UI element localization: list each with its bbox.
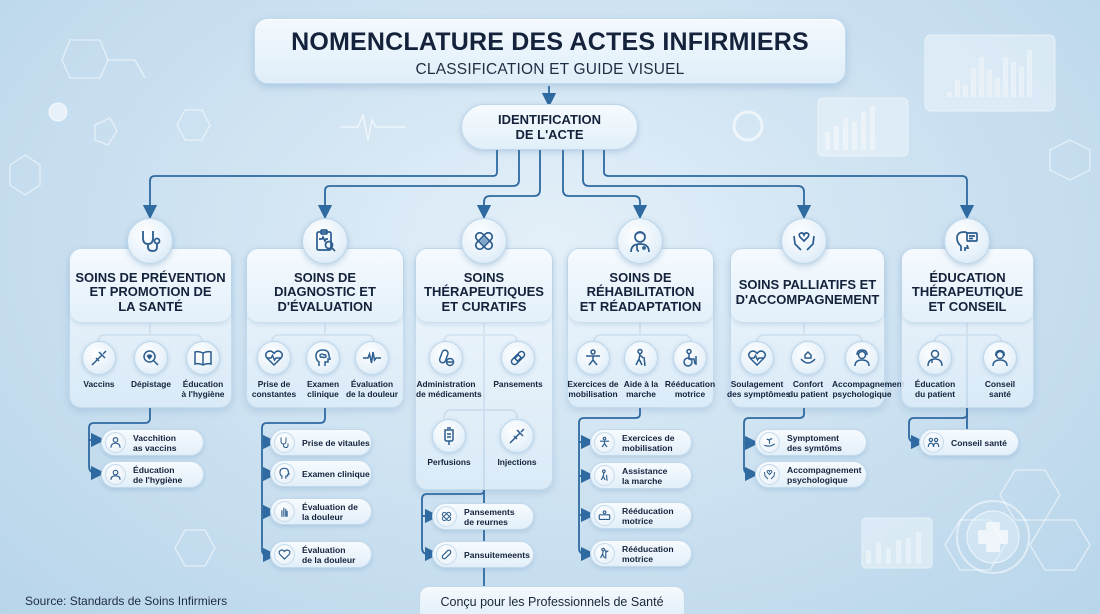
- detail-pill[interactable]: Pansuitemeents: [432, 541, 534, 568]
- page-subtitle: CLASSIFICATION ET GUIDE VISUEL: [415, 61, 685, 78]
- source-caption: Source: Standards de Soins Infirmiers: [25, 594, 228, 608]
- brain-head-icon: [274, 463, 295, 484]
- bandage-icon: [436, 544, 457, 565]
- syringe-icon: [82, 341, 116, 375]
- exercise-person-icon: [594, 432, 615, 453]
- doctor-icon: [105, 432, 126, 453]
- nurse-icon: [105, 464, 126, 485]
- sub-item-perfusions[interactable]: Perfusions: [419, 419, 479, 467]
- bandage-cross-icon: [436, 506, 457, 527]
- stethoscope-icon: [127, 218, 173, 264]
- root-label-line2: DE L'ACTE: [515, 127, 584, 142]
- head-speech-icon: [944, 218, 990, 264]
- people-talk-icon: [923, 432, 944, 453]
- detail-pill[interactable]: Prise de vitaules: [270, 429, 372, 456]
- nurse-icon: [983, 341, 1017, 375]
- syringe-icon: [500, 419, 534, 453]
- exercise-person-icon: [576, 341, 610, 375]
- headset-person-icon: [845, 341, 879, 375]
- heart-pulse-icon: [740, 341, 774, 375]
- title-banner: NOMENCLATURE DES ACTES INFIRMIERS CLASSI…: [254, 18, 846, 84]
- clipboard-search-icon: [302, 218, 348, 264]
- heart-pulse-icon: [257, 341, 291, 375]
- sub-item-pansements[interactable]: Pansements: [488, 341, 548, 389]
- iv-bag-icon: [432, 419, 466, 453]
- magnifier-heart-icon: [134, 341, 168, 375]
- hand-plant-icon: [759, 432, 780, 453]
- stethoscope-icon: [274, 432, 295, 453]
- root-label-line1: IDENTIFICATION: [497, 112, 602, 127]
- rehab-equipment-icon: [594, 505, 615, 526]
- walking-cane-icon: [624, 341, 658, 375]
- hands-heart-icon: [781, 218, 827, 264]
- rehab-assist-icon: [594, 543, 615, 564]
- nurse-avatar-icon: [617, 218, 663, 264]
- pill-tube-icon: [429, 341, 463, 375]
- root-node-identification[interactable]: IDENTIFICATION DE L'ACTE: [461, 104, 638, 150]
- detail-pill[interactable]: Conseil santé: [919, 429, 1019, 456]
- detail-pill[interactable]: Examen clinique: [270, 460, 372, 487]
- bandage-cross-icon: [461, 218, 507, 264]
- walking-cane-icon: [594, 465, 615, 486]
- sub-item-depistage[interactable]: Dépistage: [121, 341, 181, 389]
- pulse-wave-icon: [355, 341, 389, 375]
- comfort-icon: [791, 341, 825, 375]
- book-icon: [186, 341, 220, 375]
- brain-head-icon: [306, 341, 340, 375]
- hands-heart-icon: [759, 464, 780, 485]
- hand-pain-icon: [274, 501, 295, 522]
- bandage-icon: [501, 341, 535, 375]
- doctor-icon: [918, 341, 952, 375]
- page-title: NOMENCLATURE DES ACTES INFIRMIERS: [291, 28, 809, 56]
- heart-pulse-icon: [274, 544, 295, 565]
- wheelchair-icon: [673, 341, 707, 375]
- sub-item-vaccins[interactable]: Vaccins: [69, 341, 129, 389]
- sub-item-injections[interactable]: Injections: [487, 419, 547, 467]
- footer-tagline: Conçu pour les Professionnels de Santé: [419, 586, 685, 614]
